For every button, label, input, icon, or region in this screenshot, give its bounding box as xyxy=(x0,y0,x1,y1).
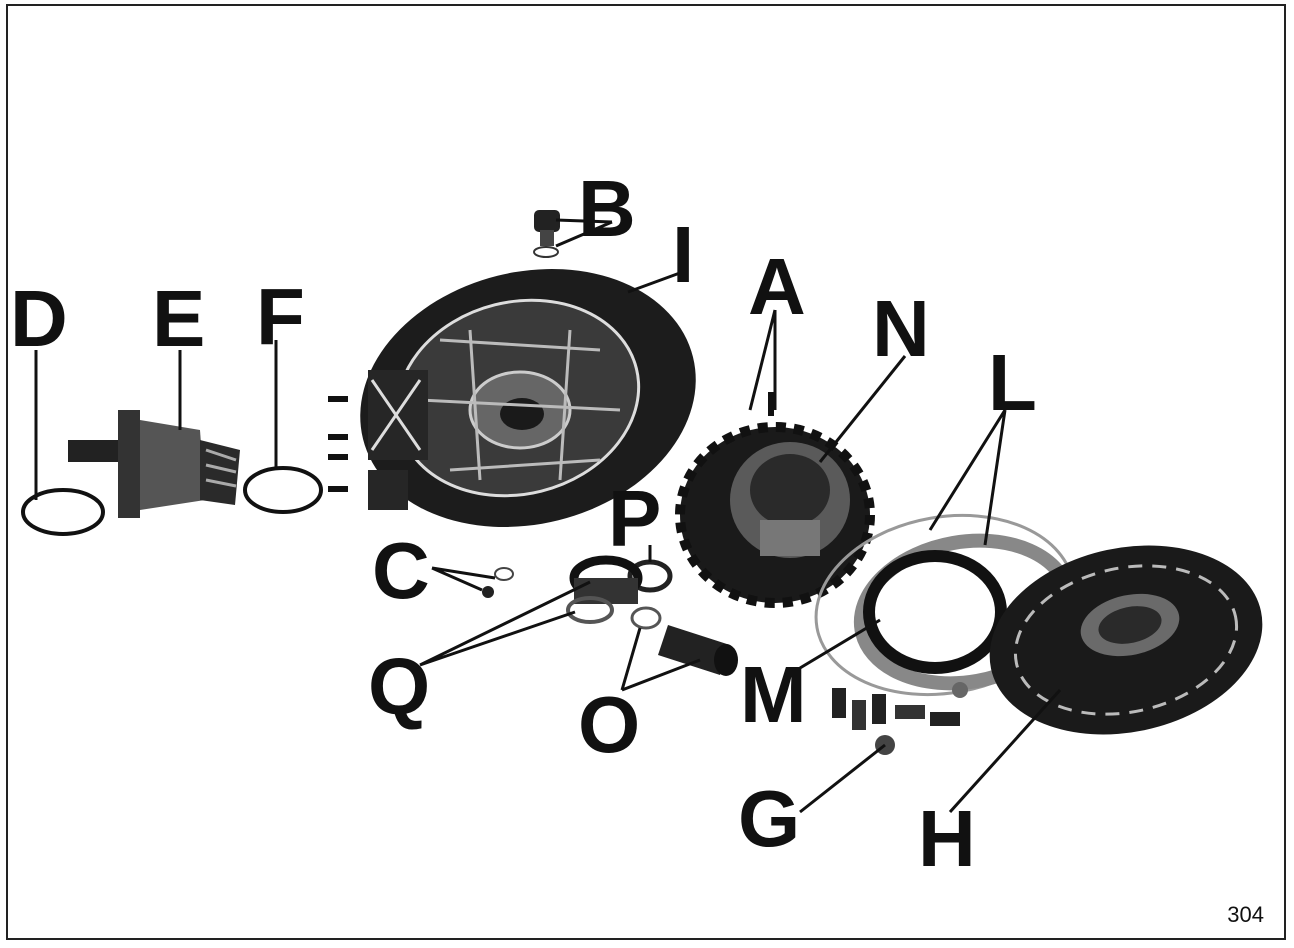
label-n: N xyxy=(872,284,930,373)
figure-number: 304 xyxy=(1227,902,1264,928)
label-g: G xyxy=(738,774,800,863)
label-b: B xyxy=(578,164,636,253)
label-d: D xyxy=(10,274,68,363)
part-h-cover xyxy=(972,521,1280,758)
label-e: E xyxy=(152,274,205,363)
label-q: Q xyxy=(368,642,430,731)
label-o: O xyxy=(578,680,640,769)
leader-l xyxy=(930,410,1005,545)
part-f-oring xyxy=(245,468,321,512)
part-i-housing xyxy=(328,235,723,562)
part-e-pinion-shaft xyxy=(68,410,240,518)
part-b-fitting xyxy=(534,210,560,257)
label-m: M xyxy=(740,650,807,739)
part-a-ring-gear xyxy=(680,392,870,603)
leader-g xyxy=(800,745,885,812)
label-c: C xyxy=(372,526,430,615)
label-a: A xyxy=(748,242,806,331)
label-f: F xyxy=(256,272,305,361)
label-h: H xyxy=(918,794,976,883)
label-i: I xyxy=(672,210,694,299)
label-p: P xyxy=(608,474,661,563)
part-c-pins xyxy=(482,568,513,598)
leader-q xyxy=(420,582,590,665)
part-m-seal xyxy=(869,556,1001,668)
label-l: L xyxy=(988,338,1037,427)
part-q-bearing xyxy=(568,560,638,622)
